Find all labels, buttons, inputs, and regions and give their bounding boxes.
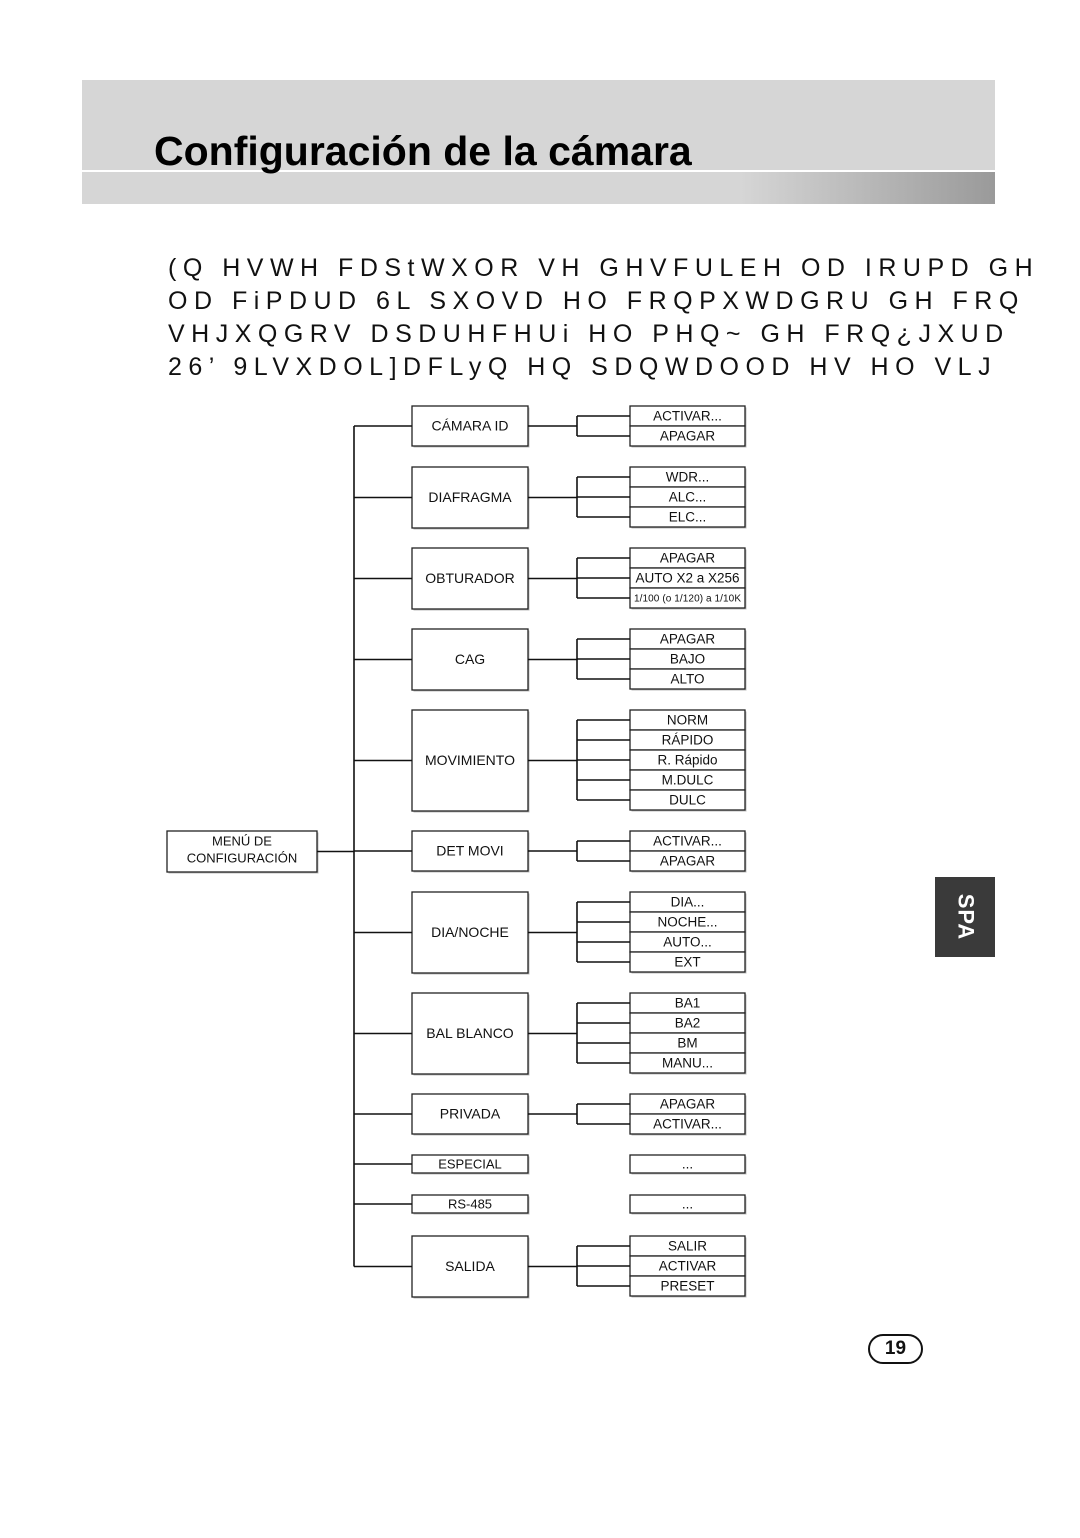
submenu-label: DIA/NOCHE [431, 924, 509, 940]
header-gradient-bar [82, 172, 995, 204]
language-tab-label: SPA [952, 893, 978, 941]
page-title: Configuración de la cámara [154, 128, 692, 174]
option-label: M.DULC [662, 773, 714, 788]
option-label: PRESET [660, 1279, 714, 1294]
intro-line: (Q HVWH FDStWXOR VH GHVFULEH OD IRUPD GH [168, 254, 1040, 282]
submenu-label: CÁMARA ID [431, 418, 508, 434]
option-label: AUTO... [663, 935, 712, 950]
option-label: NORM [667, 713, 708, 728]
option-label: APAGAR [660, 854, 716, 869]
submenu-label: RS-485 [448, 1196, 492, 1211]
submenu-label: OBTURADOR [425, 570, 514, 586]
option-label: NOCHE... [657, 915, 717, 930]
option-label: SALIR [668, 1239, 707, 1254]
option-label: WDR... [666, 470, 710, 485]
option-label: BAJO [670, 652, 705, 667]
intro-line: OD FiPDUD 6L SXOVD HO FRQPXWDGRU GH FRQ [168, 287, 1025, 315]
intro-line: VHJXQGRV DSDUHFHUi HO PHQ~ GH FRQ¿JXUD [168, 320, 1010, 348]
submenu-label: PRIVADA [440, 1106, 501, 1122]
submenu-label: ESPECIAL [438, 1156, 502, 1171]
submenu-box [411, 628, 529, 691]
option-label: APAGAR [660, 632, 716, 647]
option-label: R. Rápido [657, 753, 717, 768]
submenu-box [411, 830, 529, 872]
option-label: AUTO X2 a X256 [635, 571, 739, 586]
submenu-box [411, 1235, 529, 1298]
submenu-box [411, 891, 529, 974]
option-label: DULC [669, 793, 706, 808]
option-label: ACTIVAR... [653, 1117, 722, 1132]
intro-line: 26’ 9LVXDOL]DFLyQ HQ SDQWDOOD HV HO VLJ [168, 353, 998, 381]
option-label: ... [682, 1157, 693, 1172]
option-label: EXT [674, 955, 700, 970]
option-label: BA1 [675, 996, 701, 1011]
option-label: ACTIVAR... [653, 834, 722, 849]
option-label: BA2 [675, 1016, 701, 1031]
option-label: ELC... [669, 510, 707, 525]
submenu-label: SALIDA [445, 1258, 495, 1274]
submenu-label: DET MOVI [436, 843, 503, 859]
option-box [629, 1194, 746, 1214]
option-label: ALC... [669, 490, 707, 505]
option-label: DIA... [671, 895, 705, 910]
option-label: 1/100 (o 1/120) a 1/10K [634, 594, 741, 605]
submenu-box [411, 1093, 529, 1135]
submenu-label: CAG [455, 651, 485, 667]
language-tab: SPA [935, 877, 995, 957]
option-label: ACTIVAR... [653, 409, 722, 424]
root-menu-box [166, 830, 318, 873]
submenu-label: MOVIMIENTO [425, 752, 515, 768]
root-menu-label: CONFIGURACIÓN [187, 850, 298, 865]
option-label: MANU... [662, 1056, 713, 1071]
option-label: APAGAR [660, 429, 716, 444]
submenu-box [411, 405, 529, 447]
page-number: 19 [868, 1334, 923, 1364]
submenu-label: DIAFRAGMA [428, 489, 512, 505]
root-menu-label: MENÚ DE [212, 833, 272, 848]
option-label: RÁPIDO [662, 733, 714, 748]
option-label: ACTIVAR [659, 1259, 717, 1274]
option-label: BM [677, 1036, 697, 1051]
submenu-label: BAL BLANCO [426, 1025, 514, 1041]
intro-paragraph: (Q HVWH FDStWXOR VH GHVFULEH OD IRUPD GH… [168, 252, 1040, 384]
option-box [629, 1154, 746, 1174]
option-label: ... [682, 1197, 693, 1212]
header-divider [82, 170, 995, 172]
option-label: APAGAR [660, 551, 716, 566]
option-label: APAGAR [660, 1097, 716, 1112]
option-label: ALTO [670, 672, 704, 687]
